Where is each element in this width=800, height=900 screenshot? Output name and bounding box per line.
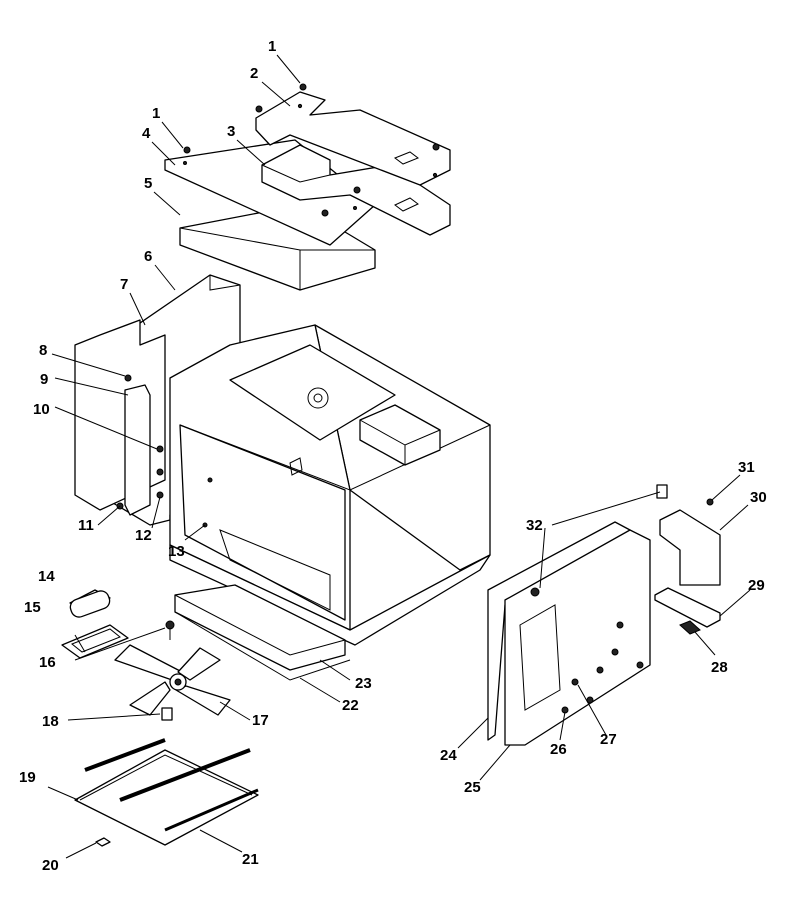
callout-8: 8 xyxy=(39,342,47,359)
callout-21: 21 xyxy=(242,851,259,868)
part-rack-19-21 xyxy=(74,738,259,846)
part-side-panel-7 xyxy=(74,319,166,511)
callout-22: 22 xyxy=(342,697,359,714)
callout-26: 26 xyxy=(550,741,567,758)
callout-6: 6 xyxy=(144,248,152,265)
callout-10: 10 xyxy=(33,401,50,418)
callout-31: 31 xyxy=(738,459,755,476)
callout-3: 3 xyxy=(227,123,235,140)
callout-18: 18 xyxy=(42,713,59,730)
part-upper-bracket-2 xyxy=(255,91,451,186)
callout-24: 24 xyxy=(440,747,457,764)
part-foot-20 xyxy=(95,837,111,847)
part-nut-18 xyxy=(161,707,173,721)
callout-2: 2 xyxy=(250,65,258,82)
callout-17: 17 xyxy=(252,712,269,729)
callout-32: 32 xyxy=(526,517,543,534)
callout-11: 11 xyxy=(78,517,94,534)
callout-25: 25 xyxy=(464,779,481,796)
callout-27: 27 xyxy=(600,731,617,748)
part-grommets-26-27 xyxy=(561,621,644,714)
callout-19: 19 xyxy=(19,769,36,786)
callout-12: 12 xyxy=(135,527,152,544)
callout-23: 23 xyxy=(355,675,372,692)
part-cover-14 xyxy=(69,589,111,618)
callout-28: 28 xyxy=(711,659,728,676)
part-right-panel-25 xyxy=(504,529,651,746)
callout-16: 16 xyxy=(39,654,56,671)
part-bracket-29 xyxy=(654,587,721,628)
callout-9: 9 xyxy=(40,371,48,388)
callout-7: 7 xyxy=(120,276,128,293)
callout-4: 4 xyxy=(142,125,151,142)
callout-5: 5 xyxy=(144,175,152,192)
part-screw-31 xyxy=(706,498,714,506)
part-clip-28 xyxy=(679,620,701,635)
callout-13: 13 xyxy=(168,543,185,560)
part-fan-blade-17 xyxy=(114,644,231,716)
callout-1-left: 1 xyxy=(152,105,160,122)
callout-20: 20 xyxy=(42,857,59,874)
callout-29: 29 xyxy=(748,577,765,594)
leader-lines xyxy=(47,54,751,859)
callout-14: 14 xyxy=(38,568,55,585)
part-clamp-32 xyxy=(656,484,668,499)
callout-1-top: 1 xyxy=(268,38,276,55)
part-oven-cavity xyxy=(169,324,491,646)
part-bracket-30 xyxy=(659,509,721,586)
callout-30: 30 xyxy=(750,489,767,506)
part-side-rail-9 xyxy=(124,384,151,516)
part-gasket-15 xyxy=(61,624,129,659)
part-bolt-16 xyxy=(165,620,175,640)
callout-15: 15 xyxy=(24,599,41,616)
callout-labels: 1 2 1 3 4 5 6 7 8 9 10 11 12 13 14 15 16… xyxy=(19,38,767,874)
screws-1 xyxy=(183,83,440,194)
